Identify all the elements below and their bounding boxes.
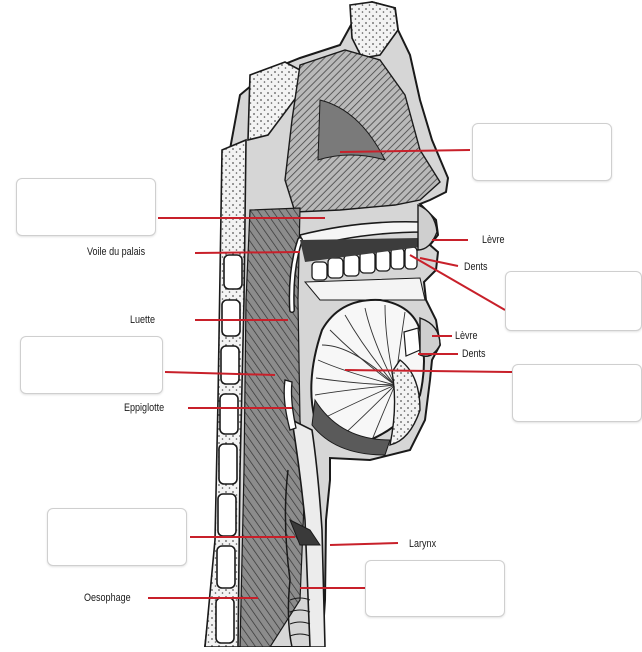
label-dents-lower: Dents xyxy=(462,348,486,360)
label-luette: Luette xyxy=(130,314,155,326)
blank-box-tongue[interactable] xyxy=(512,364,642,422)
label-levre-lower: Lèvre xyxy=(455,330,478,342)
blank-box-nasal-cavity[interactable] xyxy=(472,123,612,181)
leader-larynx xyxy=(330,543,398,545)
label-dents-upper: Dents xyxy=(464,261,488,273)
blank-box-trachea[interactable] xyxy=(47,508,187,566)
label-larynx: Larynx xyxy=(409,538,436,550)
label-oesophage: Oesophage xyxy=(84,592,131,604)
label-levre-upper: Lèvre xyxy=(482,234,505,246)
label-voile-du-palais: Voile du palais xyxy=(87,246,145,258)
blank-box-oral-cavity[interactable] xyxy=(505,271,642,331)
label-epiglotte: Eppiglotte xyxy=(124,402,164,414)
leader-voile xyxy=(195,252,300,253)
blank-box-palate[interactable] xyxy=(16,178,156,236)
blank-box-pharynx[interactable] xyxy=(20,336,163,394)
blank-box-lower[interactable] xyxy=(365,560,505,617)
